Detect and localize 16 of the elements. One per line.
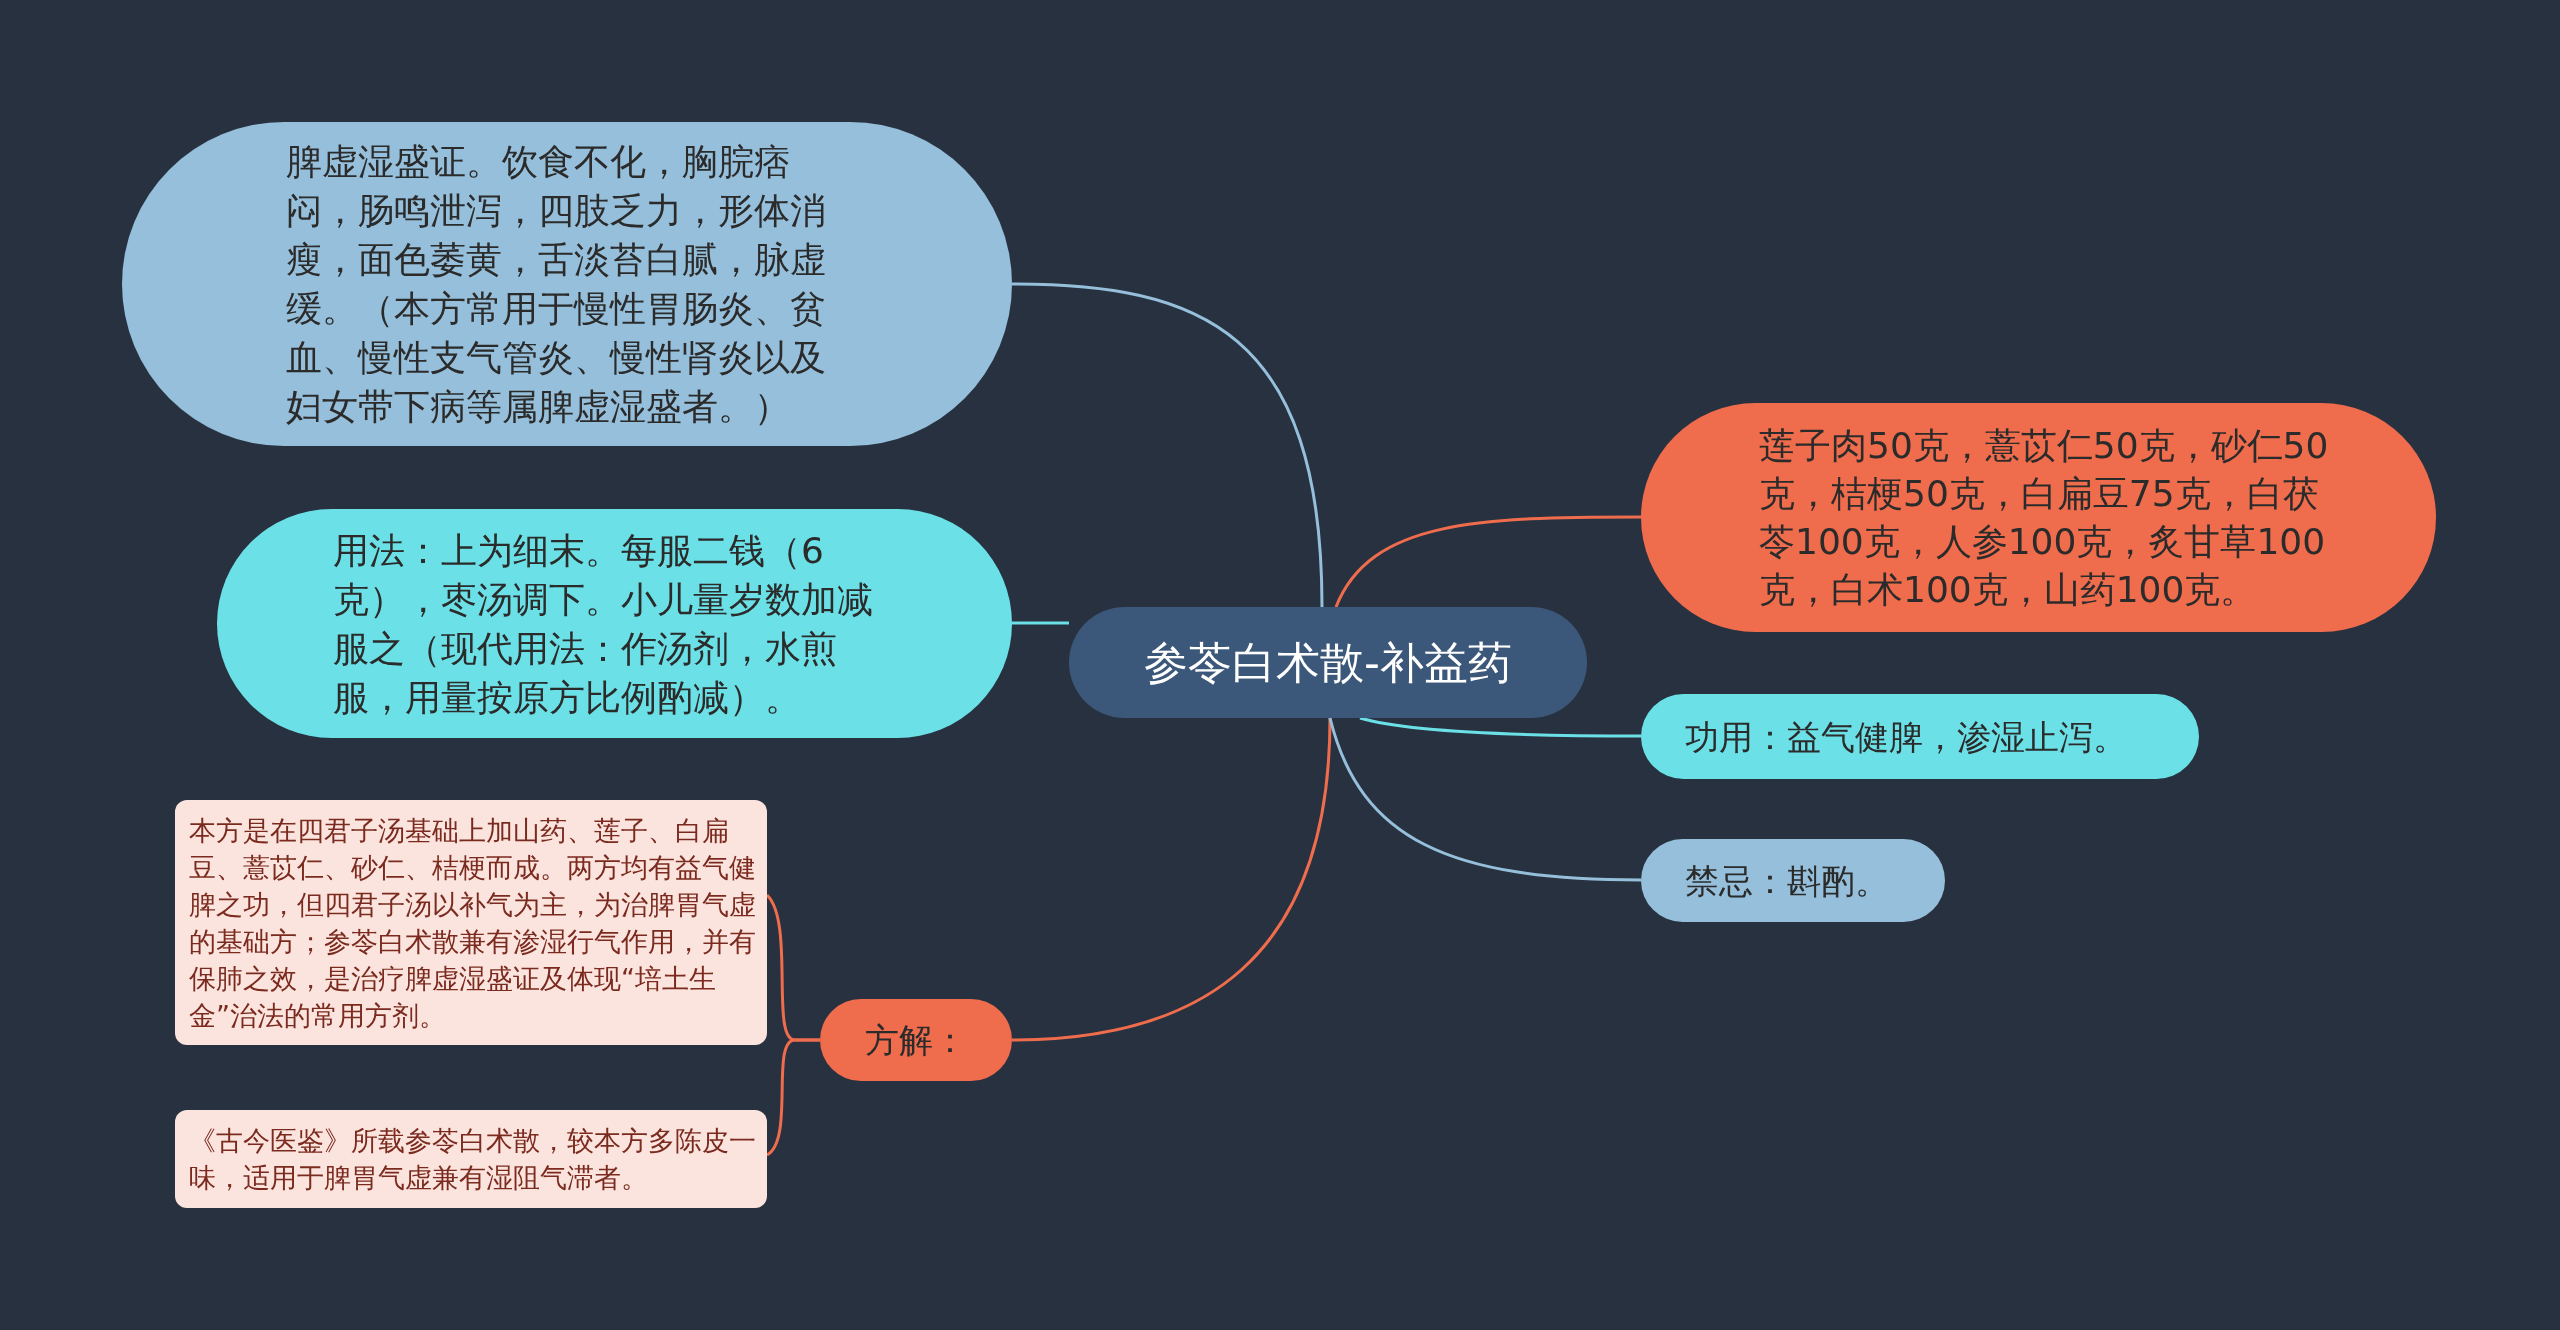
connector: [1011, 282, 1324, 608]
central-topic: 参苓白术散-补益药: [1069, 607, 1587, 718]
topic-bubble: 方解：: [820, 999, 1012, 1081]
connector: [1011, 717, 1332, 1042]
connector: [1359, 716, 1641, 738]
connector: [1334, 515, 1641, 608]
note-box: 《古今医鉴》所载参苓白术散，较本方多陈皮一味，适用于脾胃气虚兼有湿阻气滞者。: [175, 1110, 767, 1208]
connector: [766, 1038, 820, 1157]
connector: [1012, 621, 1069, 625]
topic-bubble: 莲子肉50克，薏苡仁50克，砂仁50克，桔梗50克，白扁豆75克，白茯苓100克，人参100克，炙甘草100克，白术100克，山药100克。: [1641, 403, 2436, 632]
topic-bubble: 功用：益气健脾，渗湿止泻。: [1641, 694, 2199, 779]
connector: [1328, 717, 1642, 882]
topic-bubble: 脾虚湿盛证。饮食不化，胸脘痞闷，肠鸣泄泻，四肢乏力，形体消瘦，面色萎黄，舌淡苔白腻，脉虚缓。（本方常用于慢性胃肠炎、贫血、慢性支气管炎、慢性肾炎以及妇女带下病等属脾虚湿盛者。）: [122, 122, 1012, 446]
topic-bubble: 禁忌：斟酌。: [1641, 839, 1945, 922]
topic-bubble: 用法：上为细末。每服二钱（6克），枣汤调下。小儿量岁数加减服之（现代用法：作汤剂，水煎服，用量按原方比例酌减）。: [217, 509, 1012, 738]
note-box: 本方是在四君子汤基础上加山药、莲子、白扁豆、薏苡仁、砂仁、桔梗而成。两方均有益气健脾之功，但四君子汤以补气为主，为治脾胃气虚的基础方；参苓白术散兼有渗湿行气作用，并有保肺之效，是治疗脾虚湿盛证及体现“培土生金”治法的常用方剂。: [175, 800, 767, 1045]
